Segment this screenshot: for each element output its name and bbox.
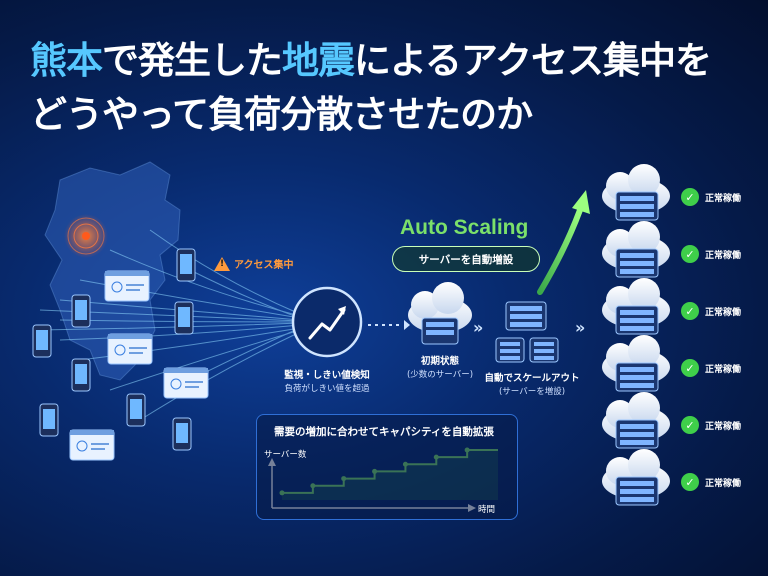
browser-window <box>104 270 150 302</box>
phone-device <box>32 324 52 358</box>
title-text: によるアクセス集中を <box>354 39 712 82</box>
capacity-panel-title: 需要の増加に合わせてキャパシティを自動拡張 <box>274 426 494 438</box>
check-icon: ✓ <box>681 245 699 263</box>
title-text: で発生した <box>102 39 283 82</box>
chart-xlabel: 時間 <box>478 505 496 515</box>
check-icon: ✓ <box>681 302 699 320</box>
trend-arrowhead <box>338 306 346 315</box>
cloud-server <box>602 164 670 221</box>
alert-label: アクセス集中 <box>234 260 294 271</box>
status-text: 正常稼働 <box>705 478 742 489</box>
phone-device <box>71 358 91 392</box>
status-badge: ✓ 正常稼働 <box>681 416 741 434</box>
warning-icon <box>214 256 230 271</box>
phone-device <box>71 294 91 328</box>
title-highlight-kumamoto: 熊本 <box>30 39 103 82</box>
epicenter-dot <box>82 232 90 240</box>
check-icon: ✓ <box>681 188 699 206</box>
status-text: 正常稼働 <box>705 421 742 432</box>
initial-label: 初期状態 <box>420 356 459 367</box>
status-badge: ✓ 正常稼働 <box>681 359 741 377</box>
monitor-sub: 負荷がしきい値を超過 <box>284 384 370 394</box>
status-badge: ✓ 正常稼働 <box>681 473 741 491</box>
title-line-2: どうやって負荷分散させたのか <box>30 93 533 136</box>
status-badge: ✓ 正常稼働 <box>681 245 741 263</box>
monitor-icon-ring <box>291 286 363 358</box>
epicenter-ring <box>67 217 105 255</box>
title-line-1: 熊本で発生した地震によるアクセス集中を <box>30 34 750 88</box>
check-icon: ✓ <box>681 416 699 434</box>
status-text: 正常稼働 <box>705 193 742 204</box>
dotted-connector-arrowhead <box>404 320 410 330</box>
cloud-server <box>602 335 670 392</box>
scaleout-sub: (サーバーを増設) <box>498 387 566 397</box>
epicenter-ring <box>73 223 99 249</box>
auto-scaling-pill: サーバーを自動増設 <box>392 246 540 272</box>
scaleout-servers <box>495 301 559 363</box>
access-alert: アクセス集中 <box>214 256 294 271</box>
check-icon: ✓ <box>681 359 699 377</box>
monitor-label: 監視・しきい値検知 <box>284 370 370 381</box>
title-highlight-earthquake: 地震 <box>282 39 355 82</box>
cloud-server <box>602 221 670 278</box>
scale-up-arrow <box>537 207 583 295</box>
status-badge: ✓ 正常稼働 <box>681 302 741 320</box>
cloud-server <box>602 278 670 335</box>
chart-ylabel: サーバー数 <box>264 450 307 460</box>
browser-window <box>163 367 209 399</box>
server-cloud-list <box>602 164 670 506</box>
auto-scaling-title: Auto Scaling <box>400 216 529 239</box>
scaleout-label: 自動でスケールアウト <box>484 373 580 384</box>
phone-device <box>172 417 192 451</box>
chevron-double-icon: » <box>575 318 585 337</box>
scale-up-arrowhead <box>572 190 590 214</box>
status-text: 正常稼働 <box>705 307 742 318</box>
initial-cloud-server <box>408 282 472 345</box>
status-badge: ✓ 正常稼働 <box>681 188 741 206</box>
phone-device <box>126 393 146 427</box>
capacity-panel <box>256 414 518 520</box>
page-title: 熊本で発生した地震によるアクセス集中を どうやって負荷分散させたのか <box>30 34 750 142</box>
status-text: 正常稼働 <box>705 364 742 375</box>
phone-device <box>174 301 194 335</box>
chevron-double-icon: » <box>473 318 483 337</box>
trend-up-icon <box>308 308 346 340</box>
check-icon: ✓ <box>681 473 699 491</box>
status-text: 正常稼働 <box>705 250 742 261</box>
browser-window <box>69 429 115 461</box>
browser-window <box>107 333 153 365</box>
cloud-server <box>602 449 670 506</box>
phone-device <box>39 403 59 437</box>
cloud-server <box>602 392 670 449</box>
client-devices <box>32 248 209 461</box>
phone-device <box>176 248 196 282</box>
initial-sub: (少数のサーバー) <box>406 370 474 380</box>
